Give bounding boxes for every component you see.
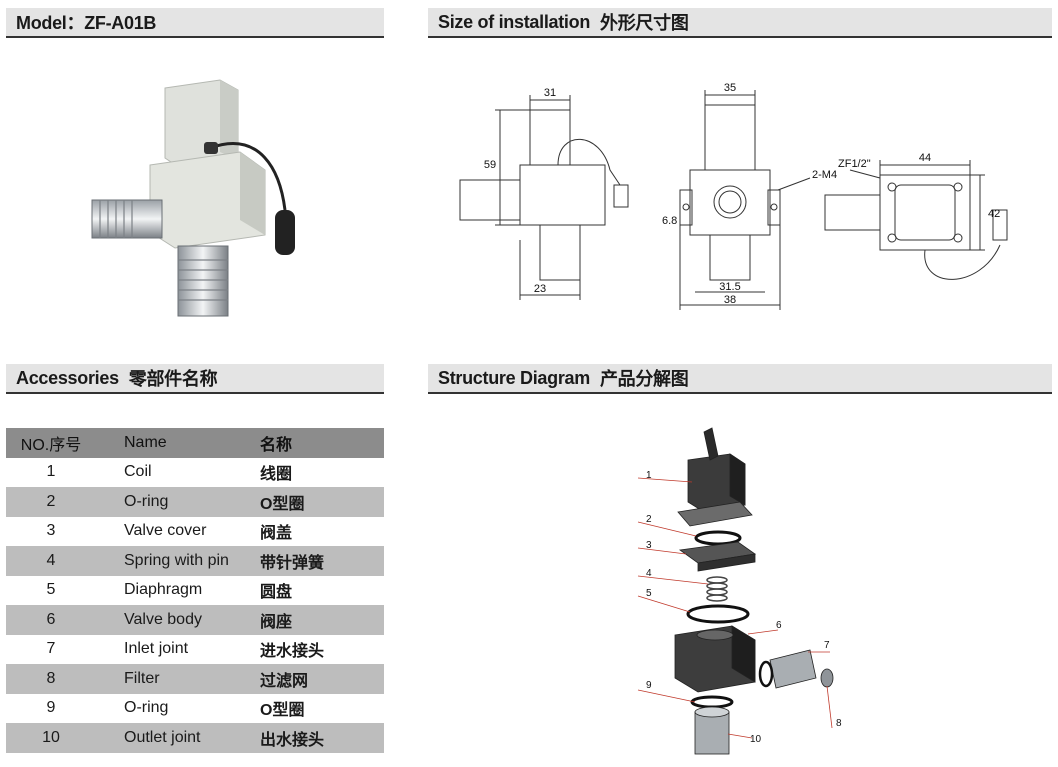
structure-header: Structure Diagram 产品分解图 xyxy=(428,364,1052,394)
row-no: 5 xyxy=(6,575,96,605)
table-row: 5 Diaphragm 圆盘 xyxy=(6,575,384,605)
row-no: 9 xyxy=(6,693,96,723)
accessories-title-en: Accessories xyxy=(16,367,119,388)
row-no: 1 xyxy=(6,457,96,487)
row-cn: 出水接头 xyxy=(260,723,384,753)
explode-label-8: 8 xyxy=(836,718,842,729)
dim-2-m4: 2-M4 xyxy=(812,169,837,181)
explode-label-1: 1 xyxy=(646,470,652,481)
row-name: Inlet joint xyxy=(96,634,260,664)
model-label: Model：ZF-A01B xyxy=(16,13,157,33)
table-row: 1 Coil 线圈 xyxy=(6,457,384,487)
row-name: Outlet joint xyxy=(96,723,260,753)
row-name: Filter xyxy=(96,664,260,694)
row-cn: 阀座 xyxy=(260,605,384,635)
structure-title-en: Structure Diagram xyxy=(438,367,590,388)
accessories-table: NO.序号 Name 名称 1 Coil 线圈 2 O-ring O型圈 3 V… xyxy=(6,428,384,753)
row-no: 6 xyxy=(6,605,96,635)
row-cn: 线圈 xyxy=(260,457,384,487)
model-header: Model：ZF-A01B xyxy=(6,8,384,38)
row-cn: O型圈 xyxy=(260,693,384,723)
exploded-diagram: 1 2 3 4 5 6 7 8 9 10 xyxy=(637,427,842,755)
dim-zf-thread: ZF1/2" xyxy=(838,158,871,170)
table-row: 6 Valve body 阀座 xyxy=(6,605,384,635)
dim-6-8: 6.8 xyxy=(662,215,677,227)
explode-label-4: 4 xyxy=(646,568,652,579)
table-row: 2 O-ring O型圈 xyxy=(6,487,384,517)
table-row: 9 O-ring O型圈 xyxy=(6,693,384,723)
dim-35: 35 xyxy=(724,82,736,94)
explode-label-10: 10 xyxy=(750,734,762,745)
size-title-en: Size of installation xyxy=(438,11,591,32)
row-no: 2 xyxy=(6,487,96,517)
row-name: O-ring xyxy=(96,693,260,723)
row-cn: 带针弹簧 xyxy=(260,546,384,576)
table-row: 8 Filter 过滤网 xyxy=(6,664,384,694)
row-no: 10 xyxy=(6,723,96,753)
row-name: Diaphragm xyxy=(96,575,260,605)
explode-label-7: 7 xyxy=(824,640,830,651)
dim-23: 23 xyxy=(534,283,546,295)
col-header-name: Name xyxy=(96,428,260,458)
row-cn: 阀盖 xyxy=(260,516,384,546)
explode-label-6: 6 xyxy=(776,620,782,631)
col-header-no: NO.序号 xyxy=(6,428,96,458)
structure-title-cn: 产品分解图 xyxy=(599,369,689,389)
product-image xyxy=(91,79,295,317)
table-header-row: NO.序号 Name 名称 xyxy=(6,428,384,458)
row-name: Valve body xyxy=(96,605,260,635)
accessories-title-cn: 零部件名称 xyxy=(128,369,218,389)
row-name: Valve cover xyxy=(96,516,260,546)
col-header-cn: 名称 xyxy=(260,428,384,458)
row-no: 4 xyxy=(6,546,96,576)
row-no: 3 xyxy=(6,516,96,546)
dim-31: 31 xyxy=(544,87,556,99)
row-cn: O型圈 xyxy=(260,487,384,517)
explode-label-2: 2 xyxy=(646,514,652,525)
dim-42: 42 xyxy=(988,208,1000,220)
accessories-header: Accessories 零部件名称 xyxy=(6,364,384,394)
row-cn: 进水接头 xyxy=(260,634,384,664)
explode-label-3: 3 xyxy=(646,540,652,551)
table-row: 7 Inlet joint 进水接头 xyxy=(6,634,384,664)
row-name: O-ring xyxy=(96,487,260,517)
row-name: Spring with pin xyxy=(96,546,260,576)
dimension-drawing: 31 59 23 35 2-M4 6.8 31.5 38 ZF1/2" 44 4… xyxy=(459,82,1008,310)
row-no: 8 xyxy=(6,664,96,694)
explode-label-5: 5 xyxy=(646,588,652,599)
size-header: Size of installation 外形尺寸图 xyxy=(428,8,1052,38)
dim-59: 59 xyxy=(484,159,496,171)
row-cn: 圆盘 xyxy=(260,575,384,605)
size-title-cn: 外形尺寸图 xyxy=(600,13,689,33)
explode-label-9: 9 xyxy=(646,680,652,691)
row-name: Coil xyxy=(96,457,260,487)
table-row: 3 Valve cover 阀盖 xyxy=(6,516,384,546)
table-row: 10 Outlet joint 出水接头 xyxy=(6,723,384,753)
row-no: 7 xyxy=(6,634,96,664)
dim-31-5: 31.5 xyxy=(719,281,740,293)
dim-38: 38 xyxy=(724,294,736,306)
row-cn: 过滤网 xyxy=(260,664,384,694)
dim-44: 44 xyxy=(919,152,931,164)
table-row: 4 Spring with pin 带针弹簧 xyxy=(6,546,384,576)
